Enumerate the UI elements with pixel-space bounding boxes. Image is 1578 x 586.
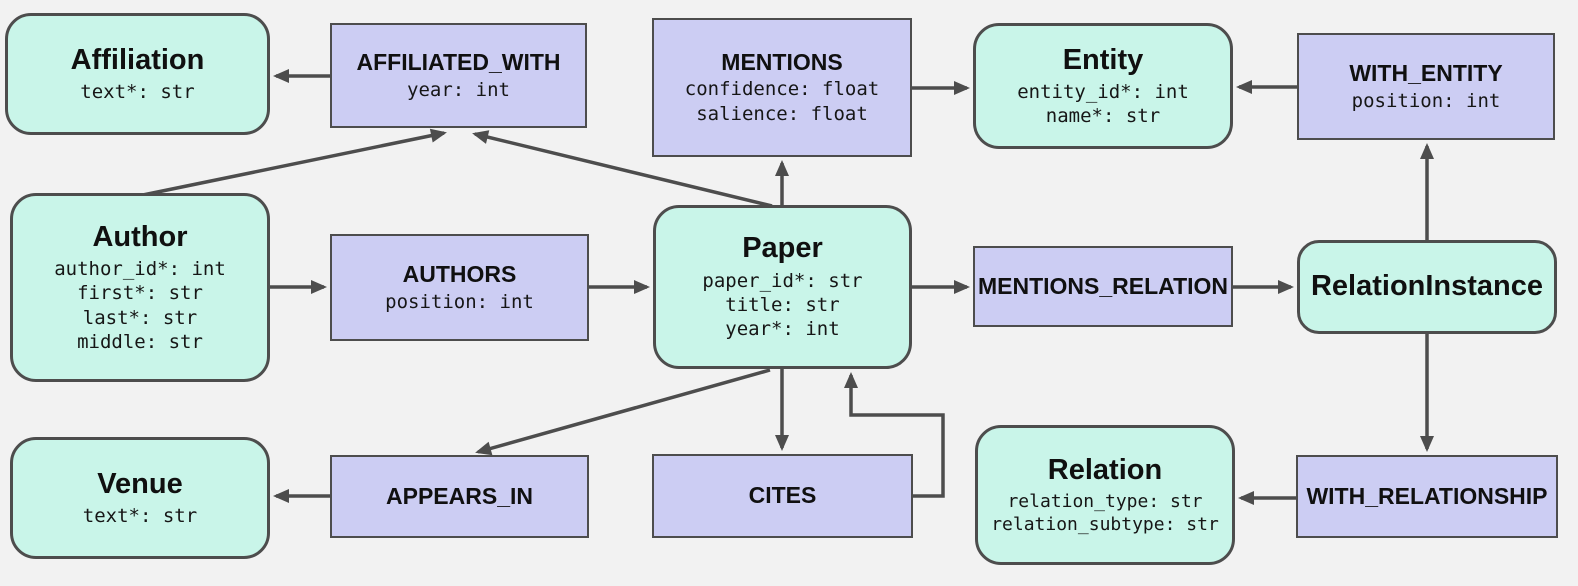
node-entity[interactable]: Entity entity_id*: int name*: str xyxy=(973,23,1233,149)
node-relation-title: Relation xyxy=(1047,453,1163,486)
node-relation-instance-title: RelationInstance xyxy=(1310,270,1544,303)
relationship-appears-in[interactable]: APPEARS_IN xyxy=(330,455,589,538)
node-paper-attr: title: str xyxy=(725,294,840,317)
relationship-authors-attr: position: int xyxy=(385,290,534,313)
relationship-with-entity[interactable]: WITH_ENTITY position: int xyxy=(1297,33,1555,140)
node-paper[interactable]: Paper paper_id*: str title: str year*: i… xyxy=(653,205,912,369)
relationship-mentions-title: MENTIONS xyxy=(721,48,843,75)
node-author-attr: first*: str xyxy=(77,282,203,305)
node-relation-attr: relation_type: str xyxy=(1007,491,1203,513)
relationship-authors[interactable]: AUTHORS position: int xyxy=(330,234,589,341)
node-entity-attr: name*: str xyxy=(1045,105,1161,128)
node-entity-attr: entity_id*: int xyxy=(1017,80,1189,103)
node-author-attr: author_id*: int xyxy=(54,258,226,281)
node-relation[interactable]: Relation relation_type: str relation_sub… xyxy=(975,425,1235,565)
node-venue[interactable]: Venue text*: str xyxy=(10,437,270,559)
edge-paper-to-appears-in xyxy=(475,368,771,456)
relationship-affiliated-with-attr: year: int xyxy=(407,78,510,101)
node-author-attr: last*: str xyxy=(82,306,198,329)
node-venue-attr: text*: str xyxy=(82,505,198,528)
node-affiliation-attr: text*: str xyxy=(80,81,195,104)
relationship-cites-title: CITES xyxy=(748,482,817,509)
node-affiliation[interactable]: Affiliation text*: str xyxy=(5,13,270,135)
node-author[interactable]: Author author_id*: int first*: str last*… xyxy=(10,193,270,382)
relationship-mentions[interactable]: MENTIONS confidence: float salience: flo… xyxy=(652,18,912,157)
node-paper-title: Paper xyxy=(742,232,823,265)
relationship-mentions-relation-title: MENTIONS_RELATION xyxy=(977,272,1229,299)
node-relation-instance[interactable]: RelationInstance xyxy=(1297,240,1557,334)
relationship-with-relationship[interactable]: WITH_RELATIONSHIP xyxy=(1296,455,1558,538)
relationship-with-entity-title: WITH_ENTITY xyxy=(1349,60,1503,87)
node-author-attr: middle: str xyxy=(77,330,203,353)
node-affiliation-title: Affiliation xyxy=(70,43,205,76)
relationship-mentions-attr: confidence: float xyxy=(684,78,880,101)
relationship-affiliated-with-title: AFFILIATED_WITH xyxy=(356,49,561,76)
relationship-cites[interactable]: CITES xyxy=(652,454,913,538)
node-venue-title: Venue xyxy=(97,467,183,500)
node-author-title: Author xyxy=(92,220,188,253)
edge-cites-to-paper xyxy=(844,372,945,498)
relationship-appears-in-title: APPEARS_IN xyxy=(386,482,533,509)
relationship-with-relationship-title: WITH_RELATIONSHIP xyxy=(1306,482,1548,509)
relationship-mentions-attr: salience: float xyxy=(696,102,868,125)
node-entity-title: Entity xyxy=(1062,43,1144,76)
relationship-authors-title: AUTHORS xyxy=(402,261,517,288)
edge-paper-to-affiliated-with xyxy=(472,130,773,208)
edge-author-to-affiliated-with xyxy=(137,128,447,198)
node-paper-attr: year*: int xyxy=(725,318,840,341)
relationship-with-entity-attr: position: int xyxy=(1351,89,1501,112)
relationship-affiliated-with[interactable]: AFFILIATED_WITH year: int xyxy=(330,23,587,128)
node-paper-attr: paper_id*: str xyxy=(702,269,863,292)
relationship-mentions-relation[interactable]: MENTIONS_RELATION xyxy=(973,246,1233,327)
node-relation-attr: relation_subtype: str xyxy=(991,514,1219,536)
